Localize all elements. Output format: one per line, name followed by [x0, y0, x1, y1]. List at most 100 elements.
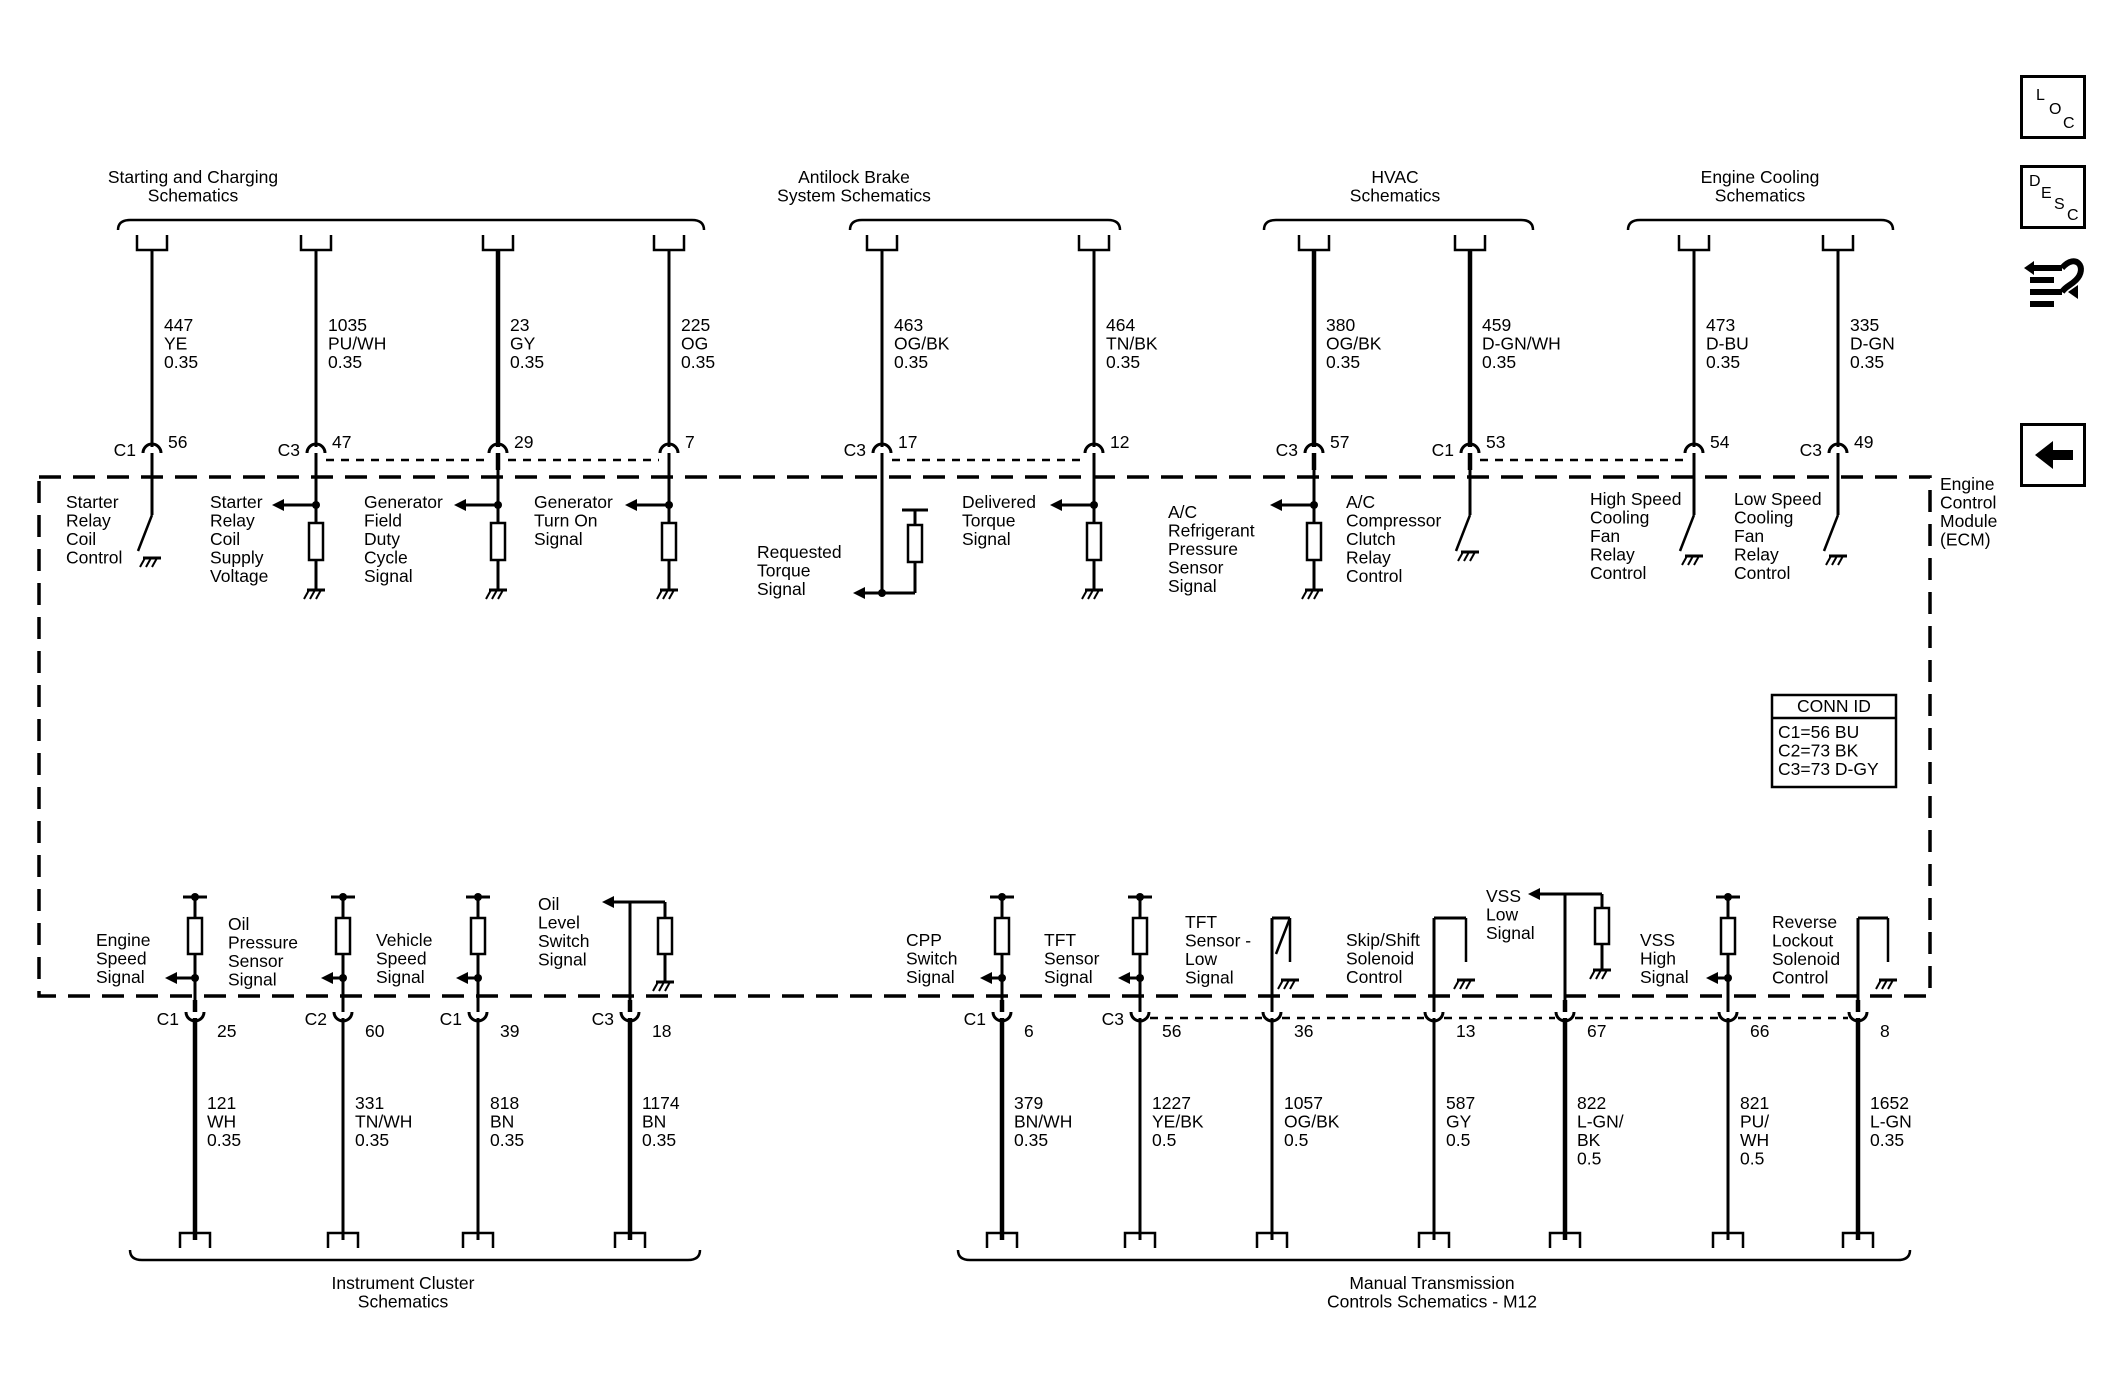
- bottom-signal-label: Sensor -: [1185, 931, 1251, 951]
- bottom-terminal: [178, 1231, 212, 1248]
- bottom-signal-label: Signal: [376, 967, 425, 987]
- desc-letter-c: C: [2067, 207, 2079, 224]
- ground-symbol: [652, 980, 674, 992]
- ground-symbol-hatch: [1283, 979, 1290, 990]
- ground-symbol-hatch: [1459, 979, 1466, 990]
- bottom-wire-label: 0.5: [1284, 1130, 1308, 1150]
- ground-symbol-hatch: [315, 589, 322, 600]
- top-connector-id: C3: [278, 440, 300, 460]
- ground-symbol: [139, 556, 161, 568]
- bottom-signal-label: Low: [1486, 905, 1518, 925]
- top-group-title: Antilock Brake: [798, 167, 910, 187]
- top-group-brace: [116, 218, 706, 231]
- loc-letter-l: L: [2036, 87, 2045, 104]
- ground-symbol: [1277, 978, 1299, 990]
- top-connector-pin: [141, 442, 163, 454]
- signal-arrow-head: [853, 587, 865, 599]
- bottom-signal-label: Control: [1772, 968, 1828, 988]
- ground-symbol-hatch: [1301, 589, 1308, 600]
- signal-arrow-head: [625, 499, 637, 511]
- module-label: Module: [1940, 511, 1997, 531]
- bottom-wire-label: L-GN: [1870, 1112, 1912, 1132]
- bottom-signal-label: Solenoid: [1346, 949, 1414, 969]
- resistor-symbol: [656, 916, 674, 956]
- switch-contact: [1822, 514, 1840, 552]
- top-signal-label: Cooling: [1590, 508, 1649, 528]
- ecm-boundary: [37, 475, 1932, 998]
- location-button[interactable]: L O C: [2020, 75, 2086, 139]
- top-connector-pin: [1083, 442, 1105, 454]
- ground-symbol-hatch: [1465, 979, 1472, 990]
- ground-symbol-hatch: [145, 557, 152, 568]
- top-signal-label: Torque: [962, 511, 1016, 531]
- bottom-wire-label: 0.5: [1152, 1130, 1176, 1150]
- top-wire-label: 0.35: [1850, 352, 1884, 372]
- loc-letter-o: O: [2049, 101, 2062, 118]
- top-connector-id: C3: [1276, 440, 1298, 460]
- conn-id-title: CONN ID: [1797, 696, 1871, 716]
- top-signal-label: Signal: [757, 579, 806, 599]
- resistor-symbol: [307, 521, 325, 562]
- module-label: Control: [1940, 493, 1996, 513]
- bottom-connector-id: C2: [305, 1009, 327, 1029]
- bottom-signal-label: VSS: [1640, 930, 1675, 950]
- top-pin-number: 12: [1110, 432, 1129, 452]
- ground-symbol-hatch: [652, 981, 659, 992]
- top-signal-label: Signal: [1168, 576, 1217, 596]
- ground-symbol-hatch: [1469, 551, 1476, 562]
- bottom-connector-id: C1: [964, 1009, 986, 1029]
- ground-symbol: [656, 588, 678, 600]
- bottom-wire-label: 821: [1740, 1093, 1769, 1113]
- top-pin-number: 57: [1330, 432, 1349, 452]
- top-connector-pin: [658, 442, 680, 454]
- top-signal-label: Torque: [757, 561, 811, 581]
- top-wire-label: YE: [164, 334, 187, 354]
- signal-arrow-head: [1706, 972, 1718, 984]
- bottom-signal-label: Reverse: [1772, 912, 1837, 932]
- ground-symbol: [1301, 588, 1323, 600]
- connector-path-icon[interactable]: [2022, 246, 2090, 322]
- resistor-symbol: [186, 916, 204, 956]
- top-connector-pin: [1303, 442, 1325, 454]
- switch-contact: [1274, 917, 1292, 955]
- bottom-group-title: Controls Schematics - M12: [1327, 1292, 1537, 1312]
- left-arrow-icon: [2035, 441, 2073, 469]
- loc-letter-c: C: [2063, 115, 2075, 132]
- ground-symbol-hatch: [1463, 551, 1470, 562]
- ground-symbol-hatch: [1831, 555, 1838, 566]
- bottom-group-title: Schematics: [358, 1292, 449, 1312]
- top-signal-label: Low Speed: [1734, 489, 1822, 509]
- junction-dot: [1136, 893, 1144, 901]
- top-wire-label: 0.35: [894, 352, 928, 372]
- bottom-wire-label: 0.35: [207, 1130, 241, 1150]
- junction-dot: [1724, 893, 1732, 901]
- ground-symbol-hatch: [303, 589, 310, 600]
- signal-arrow-head: [1118, 972, 1130, 984]
- top-signal-label: A/C: [1168, 502, 1197, 522]
- bottom-group-title: Instrument Cluster: [332, 1273, 475, 1293]
- top-wire-label: 0.35: [510, 352, 544, 372]
- module-label: Engine: [1940, 474, 1995, 494]
- bottom-pin-number: 39: [500, 1021, 519, 1041]
- bottom-wire-label: 0.5: [1446, 1130, 1470, 1150]
- ground-symbol-hatch: [1457, 551, 1464, 562]
- resistor-symbol: [660, 521, 678, 562]
- bottom-signal-label: Signal: [1044, 967, 1093, 987]
- ground-symbol-hatch: [1589, 969, 1596, 980]
- back-button[interactable]: [2020, 423, 2086, 487]
- top-wire-label: 0.35: [1706, 352, 1740, 372]
- top-signal-label: Signal: [534, 529, 583, 549]
- top-signal-label: Relay: [1734, 545, 1779, 565]
- top-signal-label: Requested: [757, 542, 842, 562]
- resistor-symbol: [1131, 916, 1149, 956]
- bottom-signal-label: Signal: [906, 967, 955, 987]
- top-signal-label: Refrigerant: [1168, 521, 1255, 541]
- top-group-title: Starting and Charging: [108, 167, 278, 187]
- top-signal-label: Cycle: [364, 548, 408, 568]
- top-connector-pin: [871, 442, 893, 454]
- bottom-signal-label: Low: [1185, 949, 1217, 969]
- ground-symbol-hatch: [497, 589, 504, 600]
- signal-arrow-head: [1050, 499, 1062, 511]
- top-signal-label: Turn On: [534, 511, 598, 531]
- description-button[interactable]: D E S C: [2020, 165, 2086, 229]
